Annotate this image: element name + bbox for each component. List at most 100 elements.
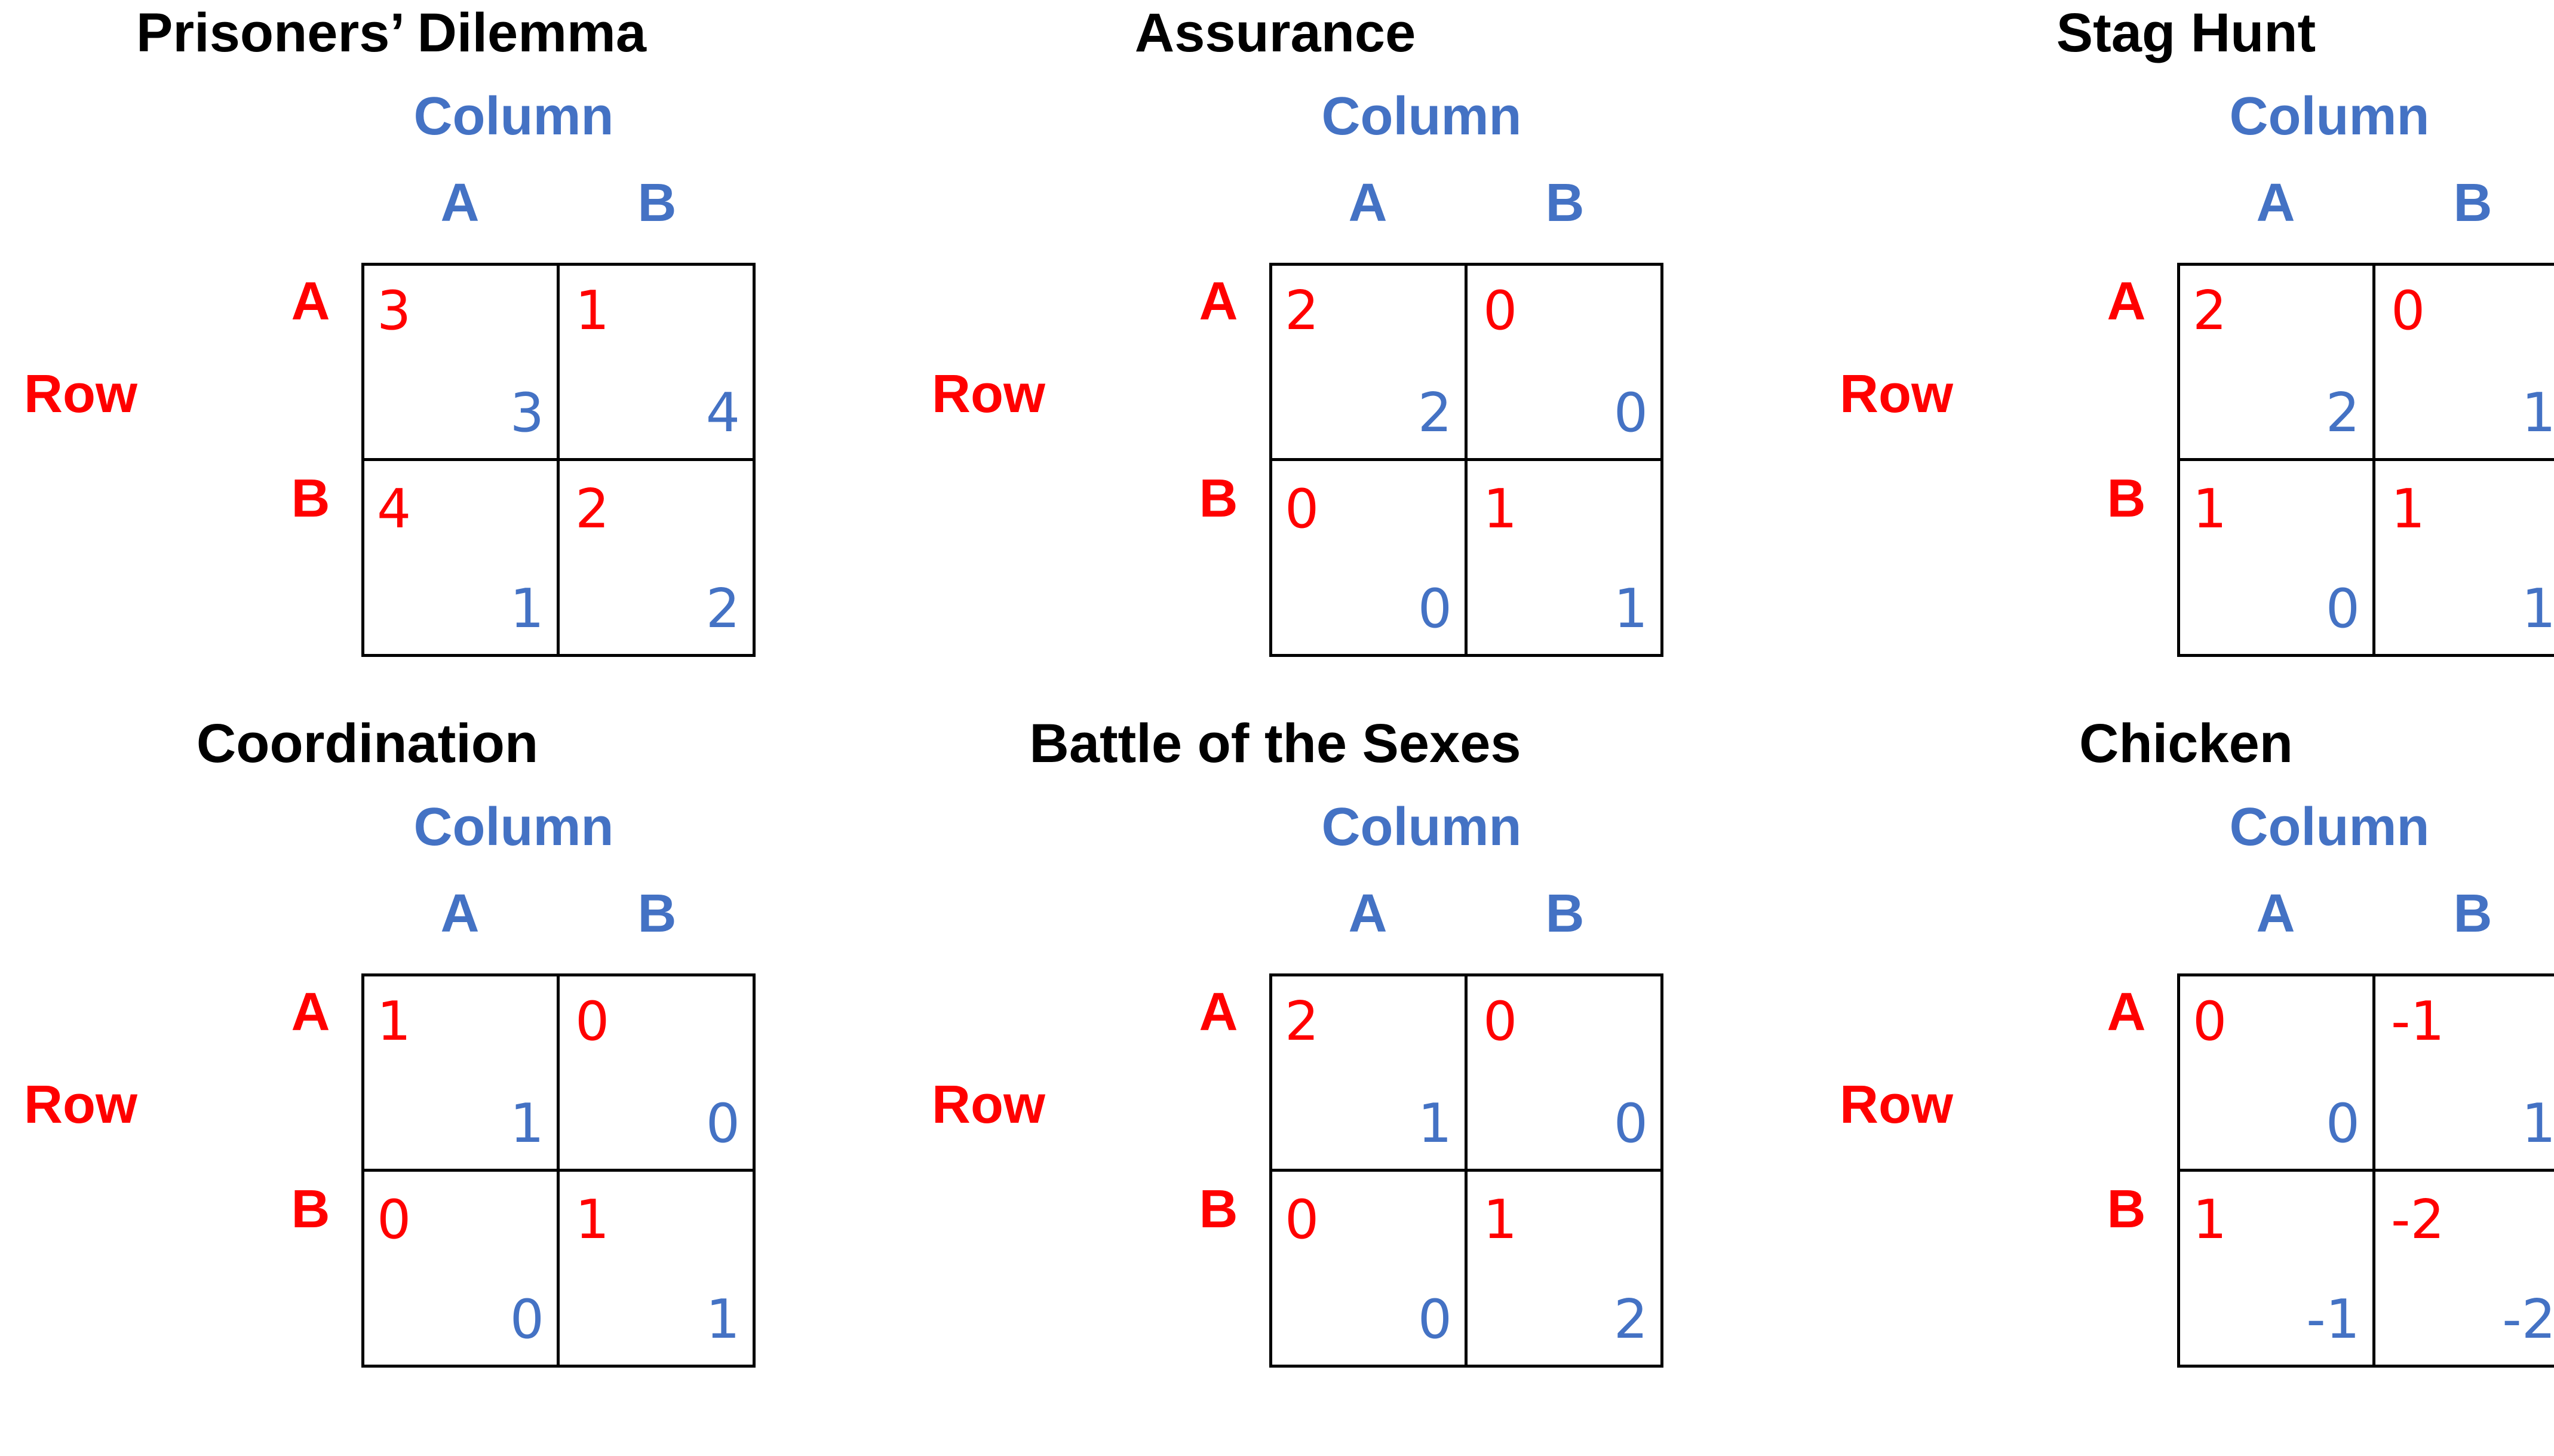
row-strategy-label: B	[291, 469, 330, 529]
row-payoff: 3	[377, 279, 412, 342]
column-payoff: 1	[1417, 1092, 1452, 1155]
row-player-label: Row	[932, 1075, 1045, 1135]
column-payoff: 0	[2325, 578, 2360, 640]
column-player-label: Column	[1321, 87, 1522, 146]
row-strategy-label: A	[1199, 272, 1238, 331]
column-strategy-label: A	[2256, 173, 2295, 233]
column-strategy-label: B	[637, 884, 677, 944]
row-payoff: -2	[2391, 1188, 2445, 1251]
row-payoff: 0	[2193, 990, 2227, 1053]
column-payoff: 1	[509, 1092, 544, 1155]
column-payoff: 2	[1613, 1288, 1648, 1351]
column-strategy-label: B	[1545, 884, 1585, 944]
column-strategy-label: B	[1545, 173, 1585, 233]
column-strategy-label: A	[440, 173, 480, 233]
column-strategy-label: B	[2453, 173, 2492, 233]
row-strategy-label: B	[1199, 469, 1238, 529]
column-payoff: 3	[509, 382, 544, 444]
row-payoff: 0	[1483, 990, 1518, 1053]
row-strategy-label: B	[291, 1179, 330, 1239]
row-strategy-label: A	[1199, 982, 1238, 1042]
row-payoff: -1	[2391, 990, 2445, 1053]
row-payoff: 0	[1483, 279, 1518, 342]
row-payoff: 0	[1285, 1188, 1319, 1251]
column-payoff: 2	[1417, 382, 1452, 444]
row-strategy-label: A	[2107, 272, 2146, 331]
column-payoff: -2	[2502, 1288, 2554, 1351]
column-payoff: 0	[2325, 1092, 2360, 1155]
column-strategy-label: A	[440, 884, 480, 944]
row-payoff: 1	[1483, 478, 1518, 540]
row-player-label: Row	[24, 1075, 137, 1135]
row-strategy-label: A	[291, 982, 330, 1042]
row-payoff: 2	[575, 478, 610, 540]
row-payoff: 0	[377, 1188, 412, 1251]
column-payoff: -1	[2306, 1288, 2360, 1351]
column-payoff: 1	[2521, 1092, 2554, 1155]
column-player-label: Column	[2229, 797, 2430, 857]
row-player-label: Row	[24, 364, 137, 424]
column-payoff: 0	[1417, 1288, 1452, 1351]
game-title: Prisoners’ Dilemma	[136, 2, 646, 63]
column-strategy-label: A	[2256, 884, 2295, 944]
row-payoff: 1	[2193, 478, 2227, 540]
matrix-cell: -1 1	[2372, 973, 2554, 1172]
row-payoff: 0	[2391, 279, 2426, 342]
matrix-cell: -2 -2	[2372, 1169, 2554, 1368]
row-strategy-label: A	[291, 272, 330, 331]
matrix-cell: 1 -1	[2177, 1169, 2375, 1368]
column-payoff: 1	[509, 578, 544, 640]
row-payoff: 2	[1285, 990, 1319, 1053]
column-payoff: 0	[1613, 382, 1648, 444]
row-player-label: Row	[1840, 1075, 1953, 1135]
column-player-label: Column	[2229, 87, 2430, 146]
game-title: Battle of the Sexes	[1029, 713, 1521, 774]
column-player-label: Column	[413, 797, 614, 857]
column-player-label: Column	[413, 87, 614, 146]
game-title: Chicken	[2079, 713, 2293, 774]
column-payoff: 4	[705, 382, 740, 444]
row-payoff: 1	[2193, 1188, 2227, 1251]
column-payoff: 0	[1613, 1092, 1648, 1155]
column-payoff: 1	[705, 1288, 740, 1351]
row-strategy-label: A	[2107, 982, 2146, 1042]
column-payoff: 1	[2521, 578, 2554, 640]
column-payoff: 2	[705, 578, 740, 640]
row-payoff: 1	[575, 1188, 610, 1251]
column-strategy-label: B	[2453, 884, 2492, 944]
column-strategy-label: B	[637, 173, 677, 233]
column-payoff: 2	[2325, 382, 2360, 444]
column-payoff: 0	[705, 1092, 740, 1155]
game-title: Coordination	[196, 713, 539, 774]
column-strategy-label: A	[1348, 173, 1387, 233]
row-payoff: 1	[1483, 1188, 1518, 1251]
row-strategy-label: B	[2107, 1179, 2146, 1239]
row-strategy-label: B	[2107, 469, 2146, 529]
row-strategy-label: B	[1199, 1179, 1238, 1239]
row-player-label: Row	[1840, 364, 1953, 424]
